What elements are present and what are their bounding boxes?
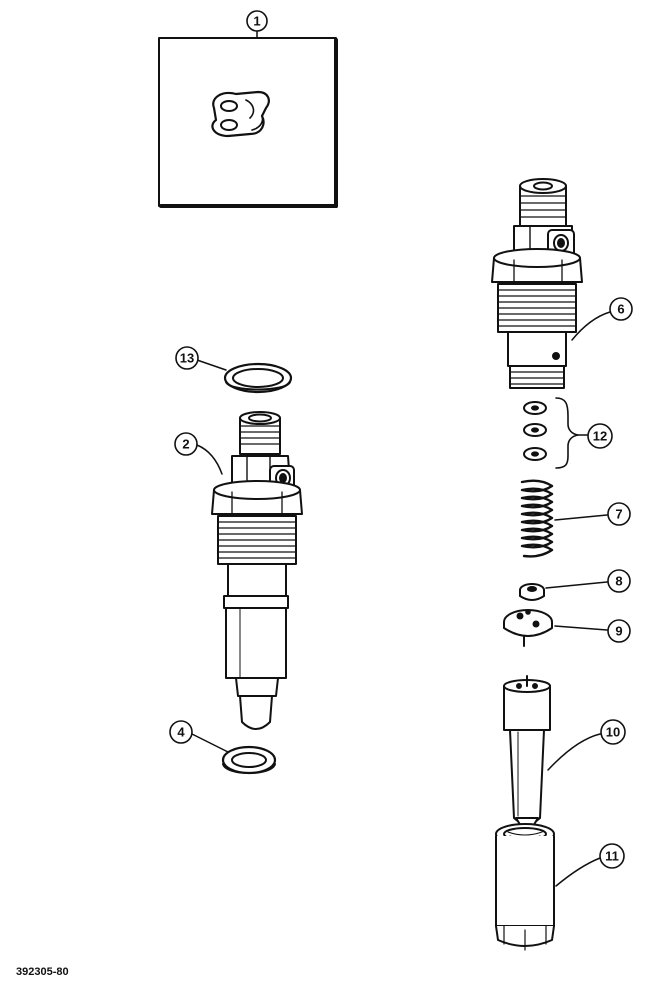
callout-8: 8: [545, 569, 631, 593]
callout-11: 11: [555, 843, 625, 887]
callout-2-label: 2: [182, 437, 189, 452]
part-8-spring-seat: [519, 583, 545, 601]
part-6-holder: [491, 178, 583, 389]
callout-12: 12: [577, 423, 613, 449]
clamp-part: [211, 90, 270, 138]
figure-id: 392305-80: [16, 966, 69, 978]
part-11-nozzle-nut: [495, 823, 555, 951]
callout-13-label: 13: [180, 351, 194, 366]
part-1-inset: [158, 37, 338, 208]
callout-8-label: 8: [615, 574, 622, 589]
part-13-ring: [223, 362, 293, 394]
callout-10-label: 10: [606, 725, 620, 740]
callout-11-label: 11: [605, 849, 619, 864]
part-12-shims: [523, 397, 579, 469]
callout-4-label: 4: [177, 725, 185, 740]
callout-9: 9: [554, 619, 631, 643]
callout-7: 7: [554, 502, 631, 526]
callout-2: 2: [174, 432, 223, 475]
callout-1-label: 1: [253, 14, 260, 29]
callout-6-label: 6: [617, 302, 624, 317]
part-9-plate: [503, 609, 553, 647]
part-4-washer: [221, 745, 277, 775]
callout-13: 13: [175, 346, 227, 371]
part-7-spring: [520, 479, 554, 558]
callout-4: 4: [169, 720, 229, 753]
part-10-nozzle: [503, 675, 551, 837]
callout-6: 6: [571, 297, 633, 341]
part-2-injector-assembly: [211, 411, 303, 730]
callout-12-label: 12: [593, 429, 607, 444]
callout-9-label: 9: [615, 624, 622, 639]
callout-10: 10: [547, 719, 626, 771]
callout-1: 1: [246, 10, 268, 39]
callout-7-label: 7: [615, 507, 622, 522]
